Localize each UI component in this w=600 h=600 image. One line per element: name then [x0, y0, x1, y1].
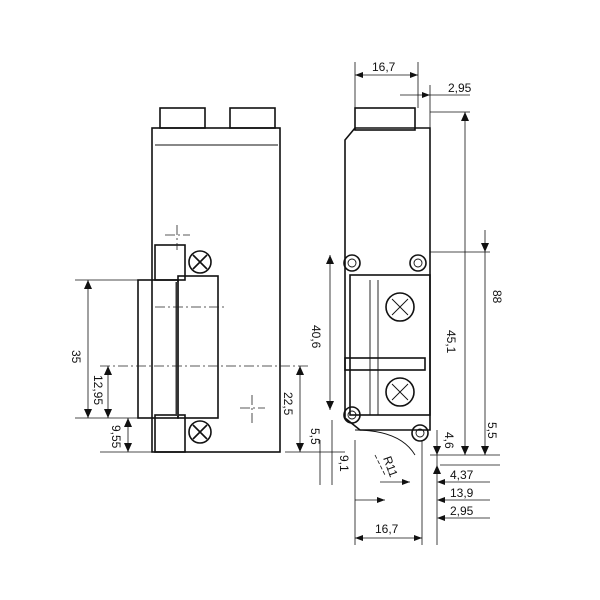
latch [177, 275, 219, 419]
dim-center-height: 22,5 [281, 392, 295, 416]
dim-height-45: 45,1 [444, 330, 458, 354]
mounting-hole [343, 406, 361, 424]
front-view [100, 107, 310, 453]
dim-total-height: 88 [490, 290, 504, 304]
dim-height-40: 40,6 [309, 325, 323, 349]
front-body [151, 127, 281, 453]
screw-icon [385, 377, 415, 407]
faceplate [137, 279, 179, 419]
dim-bottom-offset: 9,55 [109, 425, 123, 449]
terminal-right [229, 107, 276, 129]
dim-radius: R11 [380, 454, 400, 479]
terminal-left [159, 107, 206, 129]
mounting-hole [343, 254, 361, 272]
dim-depth-295: 2,95 [450, 504, 474, 518]
screw-icon [188, 250, 212, 274]
mounting-hole [411, 424, 429, 442]
screw-icon [385, 292, 415, 322]
side-view [343, 107, 431, 456]
dim-right-5: 5,5 [485, 422, 499, 439]
mounting-hole [409, 254, 427, 272]
dim-top-offset: 2,95 [448, 81, 472, 95]
dim-right-4: 4,6 [442, 432, 456, 449]
dim-depth-437: 4,37 [450, 468, 474, 482]
dim-hole-offset-left: 5,5 [308, 428, 322, 445]
screw-icon [188, 420, 212, 444]
dim-left-9: 9,1 [337, 455, 351, 472]
dim-bottom-width: 16,7 [375, 522, 399, 536]
dim-top-width: 16,7 [372, 60, 396, 74]
dim-faceplate-height: 35 [69, 350, 83, 364]
dim-faceplate-offset: 12,95 [91, 375, 105, 405]
dim-depth-139: 13,9 [450, 486, 474, 500]
latch-mechanism [349, 274, 431, 416]
dimension-lines [75, 62, 500, 545]
